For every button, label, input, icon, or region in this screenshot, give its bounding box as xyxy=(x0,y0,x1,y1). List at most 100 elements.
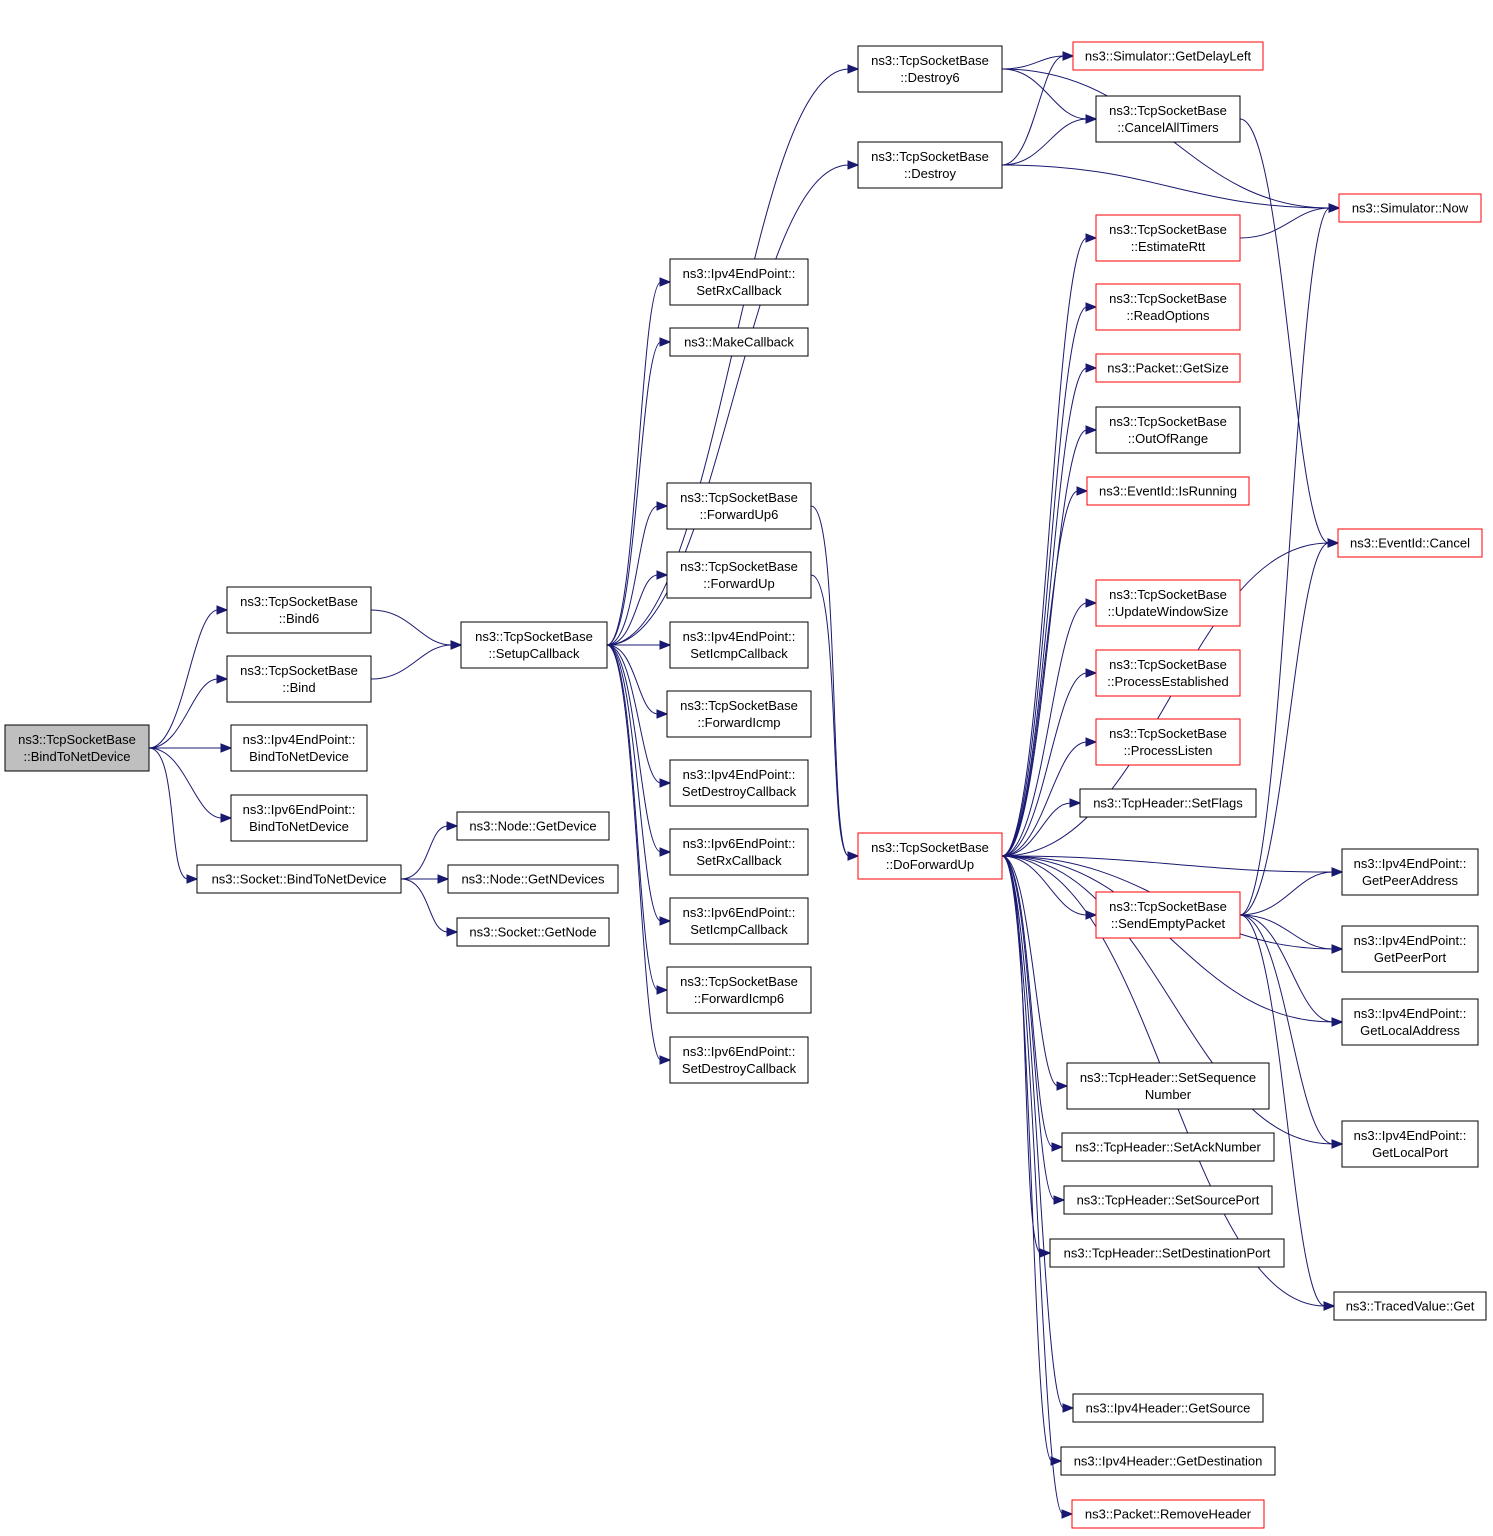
node-ns3-eventid-cancel[interactable]: ns3::EventId::Cancel xyxy=(1337,528,1483,558)
node-ns3-tcpsocketbase-processestablished[interactable]: ns3::TcpSocketBase::ProcessEstablished xyxy=(1095,649,1241,697)
edge-ns3-tcpsocketbase-setupcallback-to-ns3-tcpsocketbase-destroy6 xyxy=(606,68,850,646)
node-label-line: ns3::TcpSocketBase xyxy=(871,149,989,164)
arrowhead-ns3-tcpsocketbase-cancelalltimers xyxy=(1085,114,1098,124)
edge-ns3-tcpsocketbase-doforwardup-to-ns3-tcpsocketbase-processlisten xyxy=(1001,741,1088,857)
node-ns3-node-getndevices[interactable]: ns3::Node::GetNDevices xyxy=(447,864,619,894)
node-ns3-ipv4endpoint-getpeerport[interactable]: ns3::Ipv4EndPoint::GetPeerPort xyxy=(1341,925,1479,973)
node-ns3-tcpsocketbase-bind6[interactable]: ns3::TcpSocketBase::Bind6 xyxy=(226,586,372,634)
node-ns3-tcpsocketbase-estimatertt[interactable]: ns3::TcpSocketBase::EstimateRtt xyxy=(1095,214,1241,262)
node-ns3-tcpsocketbase-doforwardup[interactable]: ns3::TcpSocketBase::DoForwardUp xyxy=(857,832,1003,880)
arrowhead-ns3-node-getndevices xyxy=(437,874,450,884)
edge-ns3-tcpsocketbase-doforwardup-to-ns3-ipv4header-getdestination xyxy=(1001,855,1053,1462)
node-label-line: ns3::Ipv4EndPoint:: xyxy=(1354,856,1467,871)
node-ns3-tcpsocketbase-readoptions[interactable]: ns3::TcpSocketBase::ReadOptions xyxy=(1095,283,1241,331)
node-ns3-tcpsocketbase-bind[interactable]: ns3::TcpSocketBase::Bind xyxy=(226,655,372,703)
node-ns3-tcpsocketbase-forwardup6[interactable]: ns3::TcpSocketBase::ForwardUp6 xyxy=(666,482,812,530)
edge-ns3-tcpsocketbase-bindtonetdevice-to-ns3-socket-bindtonetdevice xyxy=(148,747,189,880)
edge-ns3-tcpsocketbase-doforwardup-to-ns3-ipv4endpoint-getlocaladdress xyxy=(1001,855,1334,1023)
node-ns3-ipv4endpoint-getlocaladdress[interactable]: ns3::Ipv4EndPoint::GetLocalAddress xyxy=(1341,998,1479,1046)
node-ns3-tcpsocketbase-forwardicmp[interactable]: ns3::TcpSocketBase::ForwardIcmp xyxy=(666,690,812,738)
node-label-line: ns3::Ipv4EndPoint:: xyxy=(1354,933,1467,948)
node-ns3-tcpsocketbase-outofrange[interactable]: ns3::TcpSocketBase::OutOfRange xyxy=(1095,406,1241,454)
arrowhead-ns3-tcpsocketbase-estimatertt xyxy=(1085,233,1098,243)
arrowhead-ns3-tcpsocketbase-destroy xyxy=(847,160,860,170)
node-ns3-ipv6endpoint-bindtonetdevice[interactable]: ns3::Ipv6EndPoint::BindToNetDevice xyxy=(230,794,368,842)
edge-ns3-tcpsocketbase-sendemptypacket-to-ns3-ipv4endpoint-getlocaladdress xyxy=(1239,914,1334,1023)
node-ns3-tcpheader-setflags[interactable]: ns3::TcpHeader::SetFlags xyxy=(1079,788,1257,818)
node-ns3-ipv6endpoint-setdestroycallback[interactable]: ns3::Ipv6EndPoint::SetDestroyCallback xyxy=(669,1036,809,1084)
node-ns3-tcpsocketbase-sendemptypacket[interactable]: ns3::TcpSocketBase::SendEmptyPacket xyxy=(1095,891,1241,939)
node-ns3-tcpheader-setdestinationport[interactable]: ns3::TcpHeader::SetDestinationPort xyxy=(1049,1238,1285,1268)
node-label-line: ns3::MakeCallback xyxy=(684,335,794,350)
arrowhead-ns3-ipv6endpoint-seticmpcallback xyxy=(659,916,672,926)
node-ns3-tcpsocketbase-cancelalltimers[interactable]: ns3::TcpSocketBase::CancelAllTimers xyxy=(1095,95,1241,143)
node-ns3-tcpheader-setacknumber[interactable]: ns3::TcpHeader::SetAckNumber xyxy=(1061,1132,1275,1162)
node-label-line: ::ForwardUp6 xyxy=(700,507,779,522)
node-label-line: GetPeerAddress xyxy=(1362,873,1459,888)
node-ns3-tcpsocketbase-setupcallback[interactable]: ns3::TcpSocketBase::SetupCallback xyxy=(460,621,608,669)
edge-ns3-tcpsocketbase-setupcallback-to-ns3-tcpsocketbase-forwardup xyxy=(606,574,659,646)
node-ns3-ipv4header-getdestination[interactable]: ns3::Ipv4Header::GetDestination xyxy=(1060,1446,1276,1476)
arrowhead-ns3-ipv4header-getsource xyxy=(1062,1403,1075,1413)
node-ns3-tcpsocketbase-destroy[interactable]: ns3::TcpSocketBase::Destroy xyxy=(857,141,1003,189)
node-ns3-ipv6endpoint-setrxcallback[interactable]: ns3::Ipv6EndPoint::SetRxCallback xyxy=(669,828,809,876)
edge-ns3-tcpsocketbase-sendemptypacket-to-ns3-eventid-cancel xyxy=(1239,542,1330,916)
node-label-line: ns3::Node::GetNDevices xyxy=(461,872,605,887)
arrowhead-ns3-ipv4header-getdestination xyxy=(1050,1456,1063,1466)
edge-ns3-tcpsocketbase-doforwardup-to-ns3-tcpsocketbase-updatewindowsize xyxy=(1001,602,1088,857)
node-ns3-tcpsocketbase-processlisten[interactable]: ns3::TcpSocketBase::ProcessListen xyxy=(1095,718,1241,766)
node-ns3-tcpsocketbase-destroy6[interactable]: ns3::TcpSocketBase::Destroy6 xyxy=(857,45,1003,93)
node-label-line: ::ForwardIcmp xyxy=(697,715,780,730)
arrowhead-ns3-eventid-cancel xyxy=(1327,538,1340,548)
edge-ns3-tcpsocketbase-cancelalltimers-to-ns3-eventid-cancel xyxy=(1239,118,1330,544)
arrowhead-ns3-tcpsocketbase-forwardicmp xyxy=(656,709,669,719)
arrowhead-ns3-ipv4endpoint-setrxcallback xyxy=(659,277,672,287)
edge-ns3-tcpsocketbase-doforwardup-to-ns3-tcpsocketbase-estimatertt xyxy=(1001,237,1088,857)
edge-ns3-tcpsocketbase-destroy-to-ns3-simulator-now xyxy=(1001,164,1331,209)
node-ns3-socket-bindtonetdevice[interactable]: ns3::Socket::BindToNetDevice xyxy=(196,864,402,894)
node-label-line: ns3::TcpSocketBase xyxy=(680,559,798,574)
node-ns3-ipv4endpoint-getpeeraddress[interactable]: ns3::Ipv4EndPoint::GetPeerAddress xyxy=(1341,848,1479,896)
node-ns3-ipv4header-getsource[interactable]: ns3::Ipv4Header::GetSource xyxy=(1072,1393,1264,1423)
node-ns3-tcpsocketbase-bindtonetdevice[interactable]: ns3::TcpSocketBase::BindToNetDevice xyxy=(4,724,150,772)
node-ns3-node-getdevice[interactable]: ns3::Node::GetDevice xyxy=(456,811,610,841)
node-ns3-makecallback[interactable]: ns3::MakeCallback xyxy=(669,327,809,357)
node-ns3-ipv4endpoint-getlocalport[interactable]: ns3::Ipv4EndPoint::GetLocalPort xyxy=(1341,1120,1479,1168)
node-label-line: ns3::Ipv4EndPoint:: xyxy=(1354,1006,1467,1021)
node-label-line: ns3::TcpSocketBase xyxy=(680,490,798,505)
node-ns3-tcpsocketbase-forwardup[interactable]: ns3::TcpSocketBase::ForwardUp xyxy=(666,551,812,599)
node-ns3-tcpsocketbase-forwardicmp6[interactable]: ns3::TcpSocketBase::ForwardIcmp6 xyxy=(666,966,812,1014)
node-box-ns3-tcpsocketbase-doforwardup xyxy=(857,832,1003,880)
node-ns3-simulator-getdelayleft[interactable]: ns3::Simulator::GetDelayLeft xyxy=(1072,41,1264,71)
node-ns3-ipv6endpoint-seticmpcallback[interactable]: ns3::Ipv6EndPoint::SetIcmpCallback xyxy=(669,897,809,945)
node-ns3-tracedvalue-get[interactable]: ns3::TracedValue::Get xyxy=(1333,1291,1487,1321)
node-ns3-eventid-isrunning[interactable]: ns3::EventId::IsRunning xyxy=(1086,476,1250,506)
node-label-line: ::ReadOptions xyxy=(1126,308,1210,323)
node-ns3-packet-removeheader[interactable]: ns3::Packet::RemoveHeader xyxy=(1071,1499,1265,1529)
edge-ns3-tcpsocketbase-setupcallback-to-ns3-ipv6endpoint-setdestroycallback xyxy=(606,644,662,1061)
node-label-line: ::BindToNetDevice xyxy=(24,749,131,764)
node-ns3-socket-getnode[interactable]: ns3::Socket::GetNode xyxy=(456,917,610,947)
node-label-line: ::ProcessListen xyxy=(1124,743,1213,758)
node-box-ns3-tcpheader-setsourceport xyxy=(1063,1185,1273,1215)
node-ns3-ipv4endpoint-seticmpcallback[interactable]: ns3::Ipv4EndPoint::SetIcmpCallback xyxy=(669,621,809,669)
node-ns3-tcpheader-setsourceport[interactable]: ns3::TcpHeader::SetSourcePort xyxy=(1063,1185,1273,1215)
node-ns3-ipv4endpoint-setdestroycallback[interactable]: ns3::Ipv4EndPoint::SetDestroyCallback xyxy=(669,759,809,807)
edge-ns3-tcpsocketbase-doforwardup-to-ns3-tcpheader-setacknumber xyxy=(1001,855,1054,1148)
node-box-ns3-socket-getnode xyxy=(456,917,610,947)
node-label-line: ::OutOfRange xyxy=(1128,431,1208,446)
arrowhead-ns3-ipv4endpoint-getpeerport xyxy=(1331,944,1344,954)
node-ns3-tcpsocketbase-updatewindowsize[interactable]: ns3::TcpSocketBase::UpdateWindowSize xyxy=(1095,579,1241,627)
node-ns3-simulator-now[interactable]: ns3::Simulator::Now xyxy=(1338,193,1482,223)
arrowhead-ns3-tcpheader-setdestinationport xyxy=(1039,1248,1052,1258)
edge-ns3-tcpsocketbase-setupcallback-to-ns3-ipv4endpoint-setdestroycallback xyxy=(606,644,662,784)
node-label-line: ns3::Ipv4EndPoint:: xyxy=(243,732,356,747)
node-label-line: ns3::TcpHeader::SetDestinationPort xyxy=(1064,1246,1271,1261)
node-ns3-packet-getsize[interactable]: ns3::Packet::GetSize xyxy=(1095,353,1241,383)
node-label-line: ns3::Ipv6EndPoint:: xyxy=(243,802,356,817)
node-ns3-ipv4endpoint-setrxcallback[interactable]: ns3::Ipv4EndPoint::SetRxCallback xyxy=(669,258,809,306)
edge-ns3-tcpsocketbase-destroy-to-ns3-simulator-getdelayleft xyxy=(1001,55,1065,166)
edge-ns3-tcpsocketbase-doforwardup-to-ns3-tcpsocketbase-processestablished xyxy=(1001,672,1088,857)
node-ns3-ipv4endpoint-bindtonetdevice[interactable]: ns3::Ipv4EndPoint::BindToNetDevice xyxy=(230,724,368,772)
